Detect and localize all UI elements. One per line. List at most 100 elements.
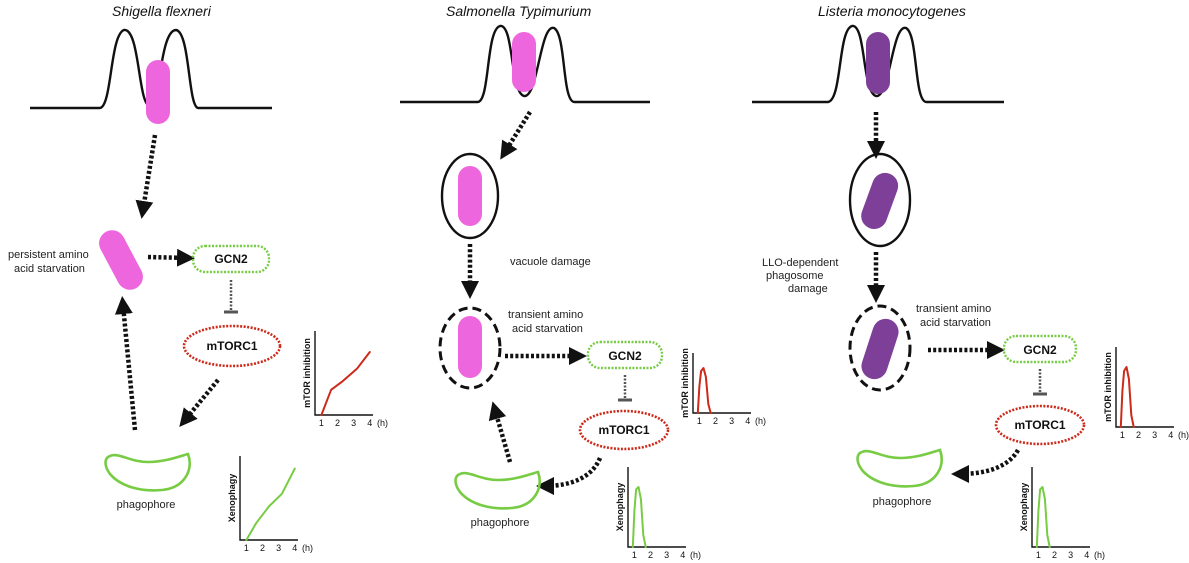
chart-axes xyxy=(1115,347,1174,428)
x-tick-label: 3 xyxy=(351,418,356,428)
x-tick-label: 1 xyxy=(319,418,324,428)
y-axis-label: Xenophagy xyxy=(615,483,625,532)
x-tick-label: 3 xyxy=(1068,550,1073,560)
host-membrane xyxy=(752,24,1004,104)
gcn2-node xyxy=(191,244,271,274)
arrow-entry xyxy=(135,134,158,219)
label-phagophore: phagophore xyxy=(117,499,176,511)
x-tick-label: 1 xyxy=(697,416,702,426)
x-tick-label: 4 xyxy=(1168,430,1173,440)
label-llo-2: phagosome xyxy=(766,270,824,282)
arrow-phagophore-to-vacuole xyxy=(488,401,513,463)
label-llo-3: damage xyxy=(788,283,828,295)
mtorc1-label: mTORC1 xyxy=(598,423,649,437)
x-tick-label: 4 xyxy=(680,550,685,560)
panel-title: Salmonella Typimurium xyxy=(446,3,592,19)
x-tick-label: 1 xyxy=(632,550,637,560)
label-starvation-1: persistent amino xyxy=(8,249,89,261)
x-tick-label: 4 xyxy=(292,543,297,553)
chart-axes xyxy=(692,353,751,414)
x-axis-label: (h) xyxy=(755,416,766,426)
x-tick-label: 1 xyxy=(244,543,249,553)
panel-title: Listeria monocytogenes xyxy=(818,3,966,19)
chart-shigella-mtor: 1 2 3 4 (h) mTOR inhibition xyxy=(302,331,388,428)
inset-charts: 1 2 3 4 (h) mTOR inhibition 1 2 3 4 (h) Xenophagy 1 2… xyxy=(227,331,1189,560)
panel-title: Shigella flexneri xyxy=(112,3,212,19)
x-tick-label: 3 xyxy=(1152,430,1157,440)
phagophore xyxy=(104,452,191,492)
arrow-to-gcn2 xyxy=(147,248,195,267)
phagophore xyxy=(454,470,541,510)
gcn2-label: GCN2 xyxy=(214,252,248,266)
damaged-phagosome xyxy=(848,304,912,392)
gcn2-node xyxy=(586,340,664,370)
series-line xyxy=(1119,366,1135,428)
phagophore xyxy=(856,448,943,488)
panel-shigella: Shigella flexneri persistent amino acid … xyxy=(8,3,282,511)
chart-axes xyxy=(239,456,298,541)
y-axis-label: mTOR inhibition xyxy=(1103,352,1113,422)
label-starvation-2: acid starvation xyxy=(14,263,85,275)
series-line xyxy=(1035,486,1051,548)
phagosome xyxy=(848,152,912,248)
arrow-phagophore-to-bacterium xyxy=(114,296,138,431)
label-starvation-2: acid starvation xyxy=(512,323,583,335)
bacterium-damaged-vacuole xyxy=(458,316,482,378)
y-axis-label: Xenophagy xyxy=(1019,483,1029,532)
gcn2-node xyxy=(1002,334,1078,364)
label-starvation-1: transient amino xyxy=(916,303,991,315)
series-line xyxy=(696,367,712,414)
bacterium-phagosome xyxy=(861,172,899,229)
chart-axes xyxy=(314,331,373,416)
mtorc1-node xyxy=(182,324,282,368)
host-membrane xyxy=(400,24,650,104)
vacuole xyxy=(440,152,500,240)
chart-axes xyxy=(627,467,686,548)
damaged-vacuole xyxy=(438,306,502,390)
label-phagophore: phagophore xyxy=(471,517,530,529)
label-phagophore: phagophore xyxy=(873,496,932,508)
arrow-to-phagophore xyxy=(536,457,603,495)
x-tick-label: 3 xyxy=(729,416,734,426)
label-starvation-1: transient amino xyxy=(508,309,583,321)
x-axis-label: (h) xyxy=(302,543,313,553)
arrow-entry xyxy=(500,110,532,160)
x-axis-label: (h) xyxy=(690,550,701,560)
x-tick-label: 2 xyxy=(260,543,265,553)
x-tick-label: 1 xyxy=(1036,550,1041,560)
bacterium-entering xyxy=(512,32,536,92)
y-axis-label: mTOR inhibition xyxy=(302,338,312,408)
x-tick-label: 2 xyxy=(1136,430,1141,440)
label-starvation-2: acid starvation xyxy=(920,317,991,329)
bacterium-vacuole xyxy=(458,166,482,226)
panel-salmonella: Salmonella Typimurium vacuole damage tra… xyxy=(400,3,670,529)
arrow-to-phagophore xyxy=(179,378,220,427)
mtorc1-node xyxy=(578,409,670,451)
bacterium-damaged-phagosome xyxy=(861,318,899,380)
series-line xyxy=(320,351,371,416)
label-llo-1: LLO-dependent xyxy=(762,257,838,269)
arrow-to-phagophore xyxy=(951,448,1020,483)
x-tick-label: 4 xyxy=(367,418,372,428)
x-tick-label: 2 xyxy=(335,418,340,428)
x-tick-label: 4 xyxy=(1084,550,1089,560)
x-axis-label: (h) xyxy=(1178,430,1189,440)
x-axis-label: (h) xyxy=(377,418,388,428)
gcn2-label: GCN2 xyxy=(608,349,642,363)
x-tick-label: 4 xyxy=(745,416,750,426)
label-vacuole-damage: vacuole damage xyxy=(510,256,591,268)
x-axis-label: (h) xyxy=(1094,550,1105,560)
y-axis-label: Xenophagy xyxy=(227,474,237,523)
mtorc1-label: mTORC1 xyxy=(1014,418,1065,432)
chart-axes xyxy=(1031,467,1090,548)
bacterium-entering xyxy=(146,60,170,124)
mtorc1-node xyxy=(994,404,1086,446)
series-line xyxy=(245,467,296,541)
y-axis-label: mTOR inhibition xyxy=(680,348,690,418)
